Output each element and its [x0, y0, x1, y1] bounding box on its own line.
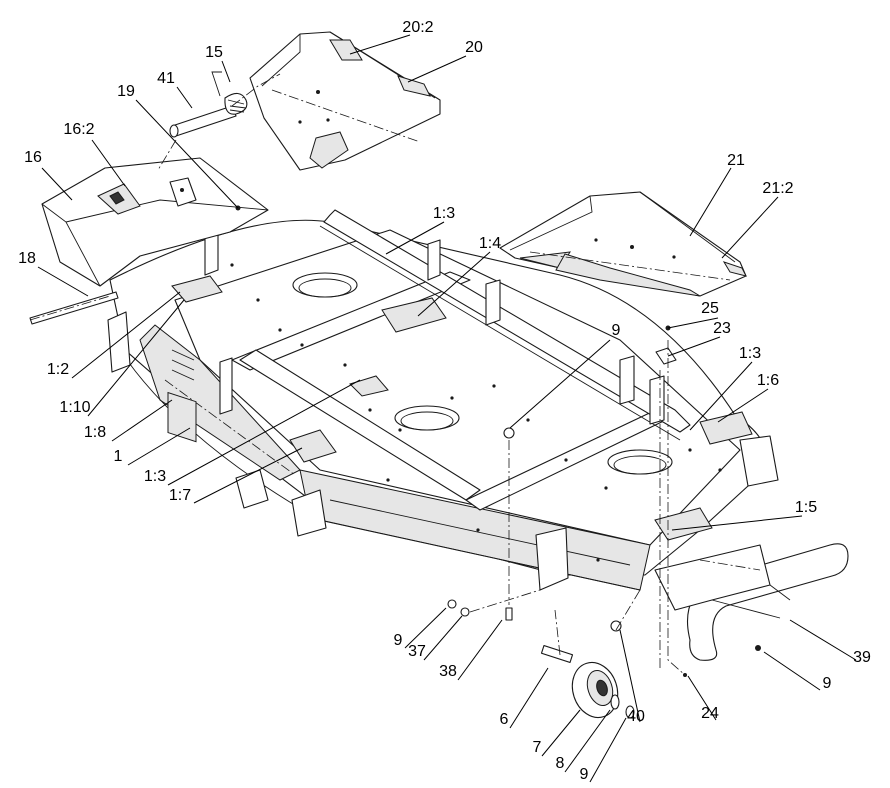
callout-c-1-2: 1:2 — [47, 361, 69, 378]
mower-deck — [107, 209, 779, 591]
left-rear-shield — [41, 157, 269, 287]
callout-c-21: 21 — [727, 152, 745, 169]
top-deflector-shield — [249, 31, 441, 171]
caster-wheel-assembly — [447, 325, 687, 719]
right-deflector-shield — [499, 191, 747, 297]
callout-c-18: 18 — [18, 250, 36, 267]
callout-c-1-8: 1:8 — [84, 424, 106, 441]
deck-holes — [230, 263, 722, 562]
callout-c-39: 39 — [853, 649, 871, 666]
rear-bumper — [654, 543, 849, 661]
callout-c-21-2: 21:2 — [762, 180, 793, 197]
alignment-lines — [29, 73, 761, 676]
callout-c-9a: 9 — [612, 322, 621, 339]
callout-c-1-3b: 1:3 — [739, 345, 761, 362]
callout-c-40: 40 — [627, 708, 645, 725]
callout-c-1-3c: 1:3 — [144, 468, 166, 485]
callout-c-16: 16 — [24, 149, 42, 166]
callout-c-38: 38 — [439, 663, 457, 680]
callout-c-6: 6 — [500, 711, 509, 728]
callout-c-1-5: 1:5 — [795, 499, 817, 516]
callout-c-1-4: 1:4 — [479, 235, 501, 252]
callout-c-1: 1 — [114, 448, 123, 465]
callout-c-1-7: 1:7 — [169, 487, 191, 504]
callout-c-8: 8 — [556, 755, 565, 772]
callout-c-37: 37 — [408, 643, 426, 660]
callout-c-1-3a: 1:3 — [433, 205, 455, 222]
callout-c-9b: 9 — [394, 632, 403, 649]
callout-c-23: 23 — [713, 320, 731, 337]
callout-c-1-6: 1:6 — [757, 372, 779, 389]
leader-lines — [37, 34, 857, 783]
callout-c-25: 25 — [701, 300, 719, 317]
callout-c-15: 15 — [205, 44, 223, 61]
callout-c-20-2: 20:2 — [402, 19, 433, 36]
callout-c-19: 19 — [117, 83, 135, 100]
callout-c-9c: 9 — [823, 675, 832, 692]
callout-c-20: 20 — [465, 39, 483, 56]
callout-c-9d: 9 — [580, 766, 589, 783]
callout-c-41: 41 — [157, 70, 175, 87]
callout-c-1-10: 1:10 — [59, 399, 90, 416]
callout-c-24: 24 — [701, 705, 719, 722]
callout-c-16-2: 16:2 — [63, 121, 94, 138]
callout-c-7: 7 — [533, 739, 542, 756]
